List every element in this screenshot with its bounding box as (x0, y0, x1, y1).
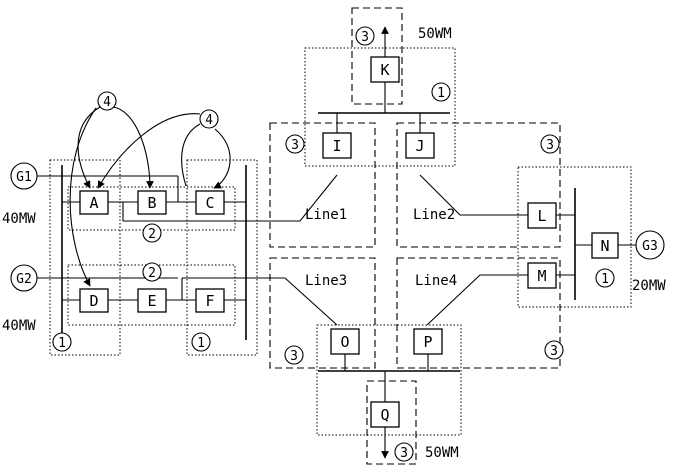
zone-q-load (366, 380, 417, 465)
node-p: P (413, 328, 443, 355)
zone-left-2 (186, 159, 258, 356)
svg-text:1: 1 (197, 336, 205, 351)
node-k: K (370, 56, 400, 83)
rating-g1: 40MW (2, 211, 36, 227)
marker-2-bottom: 2 (142, 262, 162, 282)
node-a: A (79, 190, 109, 215)
node-q: Q (370, 401, 400, 428)
label-line4: Line4 (415, 273, 457, 289)
rating-g3: 20MW (632, 278, 666, 294)
marker-3-line2: 3 (540, 134, 560, 154)
svg-text:G3: G3 (642, 239, 658, 254)
marker-2-top: 2 (142, 223, 162, 243)
arc-4b-to-a (97, 113, 201, 189)
label-line2: Line2 (413, 207, 455, 223)
marker-1-left-2: 1 (191, 332, 211, 352)
node-i: I (322, 132, 352, 159)
svg-text:3: 3 (550, 344, 558, 359)
svg-text:3: 3 (291, 138, 299, 153)
zone-line4 (396, 257, 561, 369)
svg-text:A: A (89, 194, 98, 212)
svg-text:4: 4 (103, 95, 111, 110)
generator-g1: G1 (10, 162, 38, 190)
zone-bottom (316, 324, 462, 436)
zone-line3 (269, 257, 376, 369)
arc-4-to-b (112, 106, 154, 189)
svg-text:1: 1 (58, 336, 66, 351)
svg-text:1: 1 (437, 86, 445, 101)
svg-text:3: 3 (546, 138, 554, 153)
marker-1-top: 1 (431, 82, 451, 102)
svg-text:C: C (205, 194, 214, 212)
marker-3-line1: 3 (285, 134, 305, 154)
zone-k-load (351, 7, 403, 105)
svg-text:J: J (415, 137, 424, 155)
load-q: 50WM (425, 445, 459, 461)
zone-line2 (396, 122, 561, 248)
node-m: M (527, 262, 557, 289)
svg-text:3: 3 (290, 349, 298, 364)
marker-3-line3: 3 (284, 345, 304, 365)
wire-line1 (123, 174, 338, 222)
node-d: D (79, 288, 109, 313)
svg-text:2: 2 (148, 227, 156, 242)
load-k: 50WM (418, 26, 452, 42)
svg-text:G1: G1 (16, 170, 32, 185)
zone-bus-bottom (67, 264, 236, 326)
arc-4b-to-c (213, 128, 231, 189)
zone-line1 (269, 122, 376, 248)
marker-3-line4: 3 (544, 340, 564, 360)
svg-text:D: D (89, 292, 98, 310)
marker-4-right: 4 (199, 109, 219, 129)
svg-text:2: 2 (148, 266, 156, 281)
node-j: J (405, 132, 435, 159)
zone-top (304, 47, 456, 167)
node-o: O (330, 328, 360, 355)
svg-text:B: B (147, 194, 156, 212)
node-n: N (591, 232, 619, 259)
node-e: E (137, 288, 167, 313)
node-l: L (527, 202, 557, 229)
zone-right (517, 166, 632, 308)
svg-text:E: E (147, 292, 156, 310)
wire-line4 (426, 274, 528, 326)
generator-g2: G2 (10, 264, 38, 292)
rating-g2: 40MW (2, 318, 36, 334)
svg-text:1: 1 (601, 272, 609, 287)
marker-3-q: 3 (394, 442, 414, 462)
svg-text:L: L (537, 207, 546, 225)
svg-text:3: 3 (400, 446, 408, 461)
svg-text:F: F (205, 292, 214, 310)
svg-text:Q: Q (380, 406, 389, 424)
marker-1-left: 1 (52, 332, 72, 352)
wire-line2 (419, 174, 528, 216)
node-c: C (195, 190, 225, 215)
marker-3-k: 3 (355, 26, 375, 46)
label-line3: Line3 (305, 273, 347, 289)
svg-text:P: P (423, 333, 432, 351)
svg-text:I: I (332, 137, 341, 155)
svg-text:O: O (340, 333, 349, 351)
generator-g3: G3 (635, 230, 665, 260)
svg-text:K: K (380, 61, 389, 79)
zone-left-1 (49, 159, 121, 356)
node-f: F (195, 288, 225, 313)
arc-4-to-d (69, 107, 97, 287)
svg-text:N: N (600, 237, 609, 255)
svg-text:G2: G2 (16, 272, 32, 287)
node-b: B (137, 190, 167, 215)
wire-line3 (182, 277, 338, 326)
label-line1: Line1 (305, 207, 347, 223)
arc-4b-extra (181, 123, 201, 187)
svg-text:4: 4 (205, 113, 213, 128)
svg-text:M: M (537, 267, 546, 285)
marker-1-right: 1 (595, 268, 615, 288)
svg-text:3: 3 (361, 30, 369, 45)
marker-4-left: 4 (97, 91, 117, 111)
